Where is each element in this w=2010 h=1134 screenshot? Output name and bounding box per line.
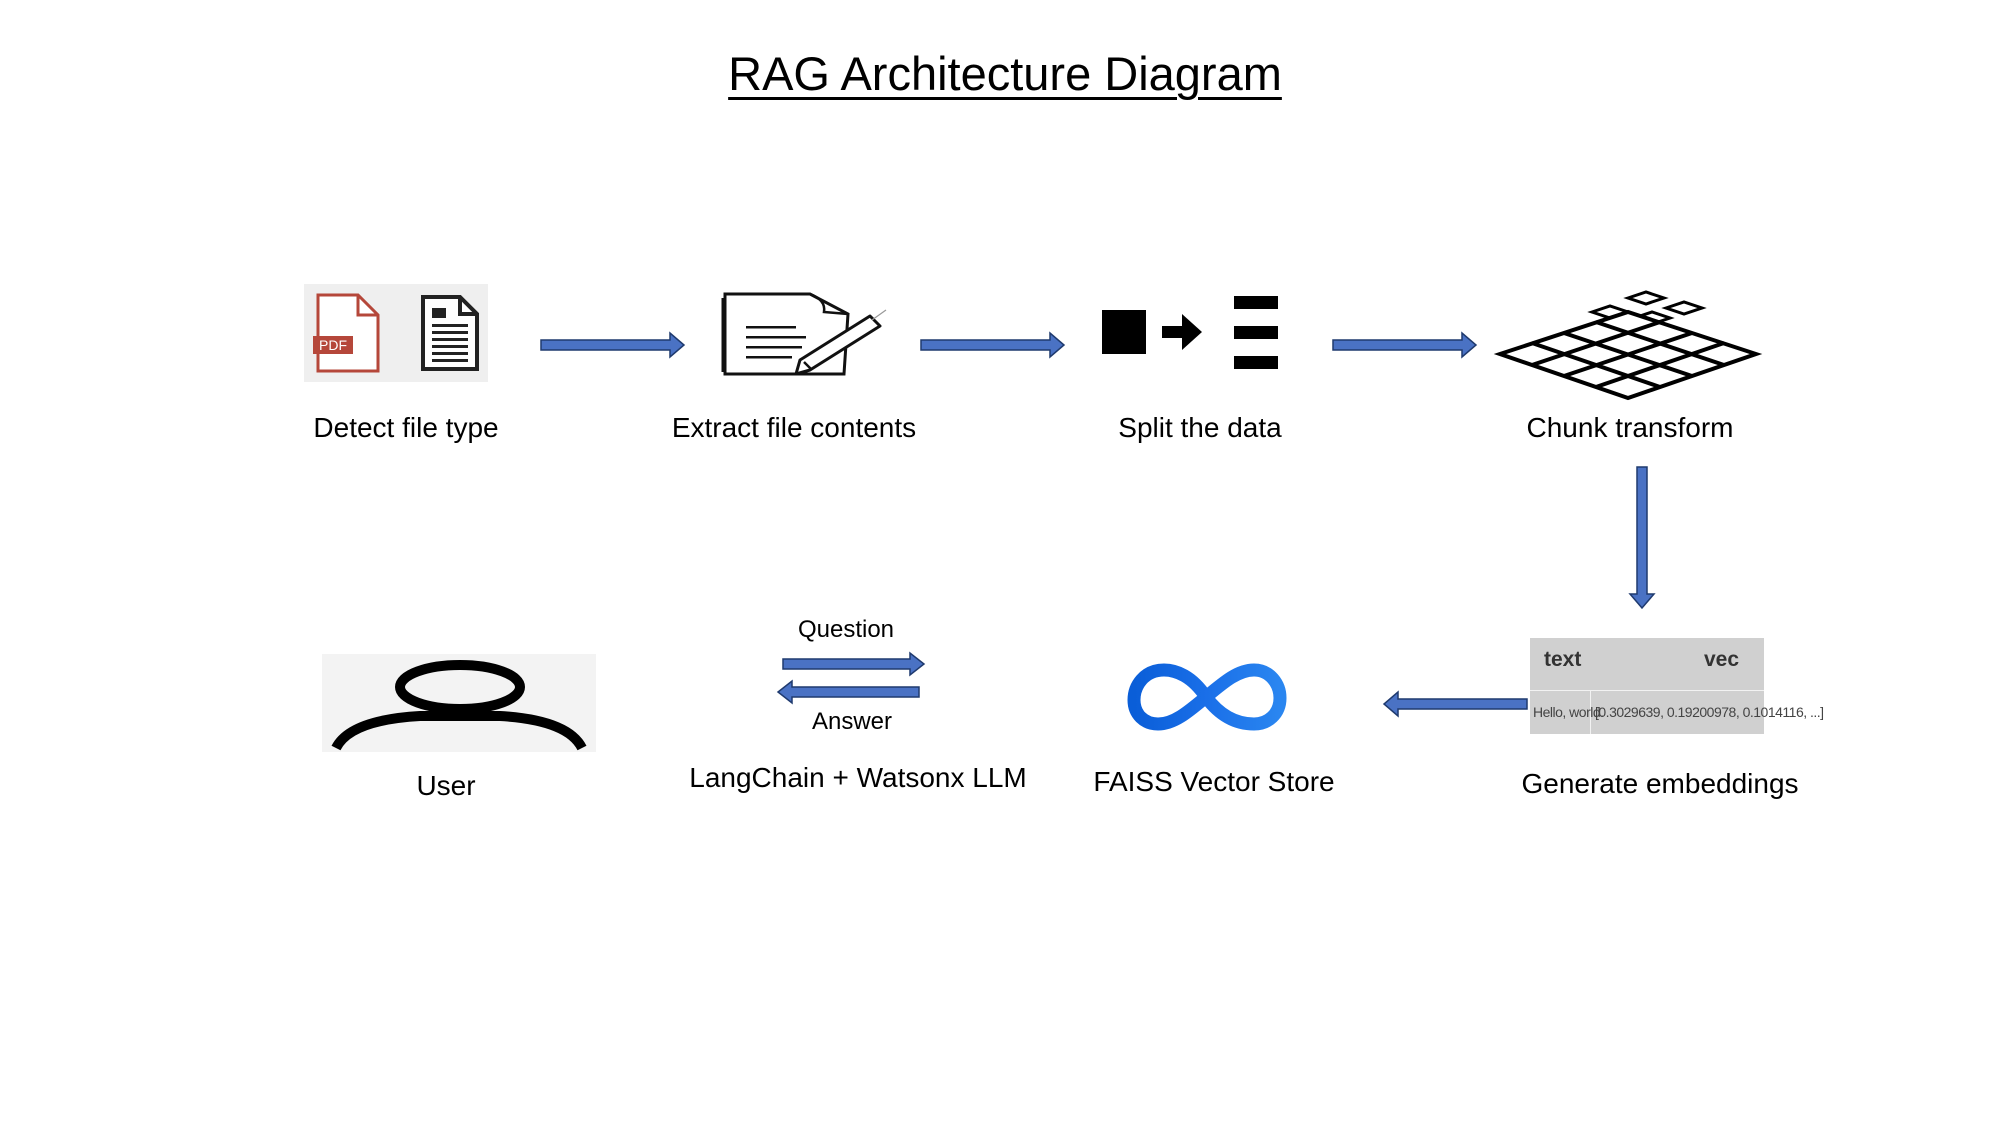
diagram-title: RAG Architecture Diagram — [728, 47, 1282, 100]
arrow-chunk-to-embed — [1628, 466, 1656, 610]
user-icon-background — [322, 654, 596, 752]
arrow-split-to-chunk — [1332, 331, 1478, 359]
extract-file-contents-label: Extract file contents — [671, 412, 917, 443]
arrow-detect-to-extract — [540, 331, 686, 359]
split-data-label: Split the data — [1118, 412, 1282, 443]
pdf-file-icon: PDF — [313, 293, 380, 373]
split-icon — [1102, 296, 1278, 369]
langchain-llm-label: LangChain + Watsonx LLM — [689, 762, 1027, 793]
chunk-grid-icon — [1493, 290, 1763, 401]
arrow-question — [782, 651, 926, 677]
document-pen-icon — [721, 292, 887, 376]
arrow-answer — [776, 679, 920, 705]
svg-text:PDF: PDF — [319, 337, 347, 353]
meta-infinity-icon — [1127, 663, 1287, 731]
user-label: User — [416, 770, 476, 801]
table-column-divider — [1590, 690, 1591, 734]
question-label: Question — [797, 616, 895, 643]
generate-embeddings-label: Generate embeddings — [1521, 768, 1799, 799]
table-header-text: text — [1544, 648, 1582, 671]
answer-label: Answer — [811, 708, 893, 735]
table-divider — [1530, 690, 1764, 691]
table-header-vec: vec — [1704, 648, 1740, 671]
detect-file-type-label: Detect file type — [313, 412, 499, 443]
faiss-vector-store-label: FAISS Vector Store — [1093, 766, 1335, 797]
table-cell-vec: [0.3029639, 0.19200978, 0.1014116, ...] — [1595, 704, 1824, 720]
chunk-transform-label: Chunk transform — [1526, 412, 1734, 443]
user-icon — [331, 660, 587, 751]
text-document-icon — [421, 295, 479, 371]
table-cell-text: Hello, world. — [1533, 704, 1604, 720]
embeddings-table: text vec Hello, world. [0.3029639, 0.192… — [1530, 638, 1824, 734]
arrow-extract-to-split — [920, 331, 1066, 359]
arrow-embed-to-faiss — [1382, 690, 1528, 718]
